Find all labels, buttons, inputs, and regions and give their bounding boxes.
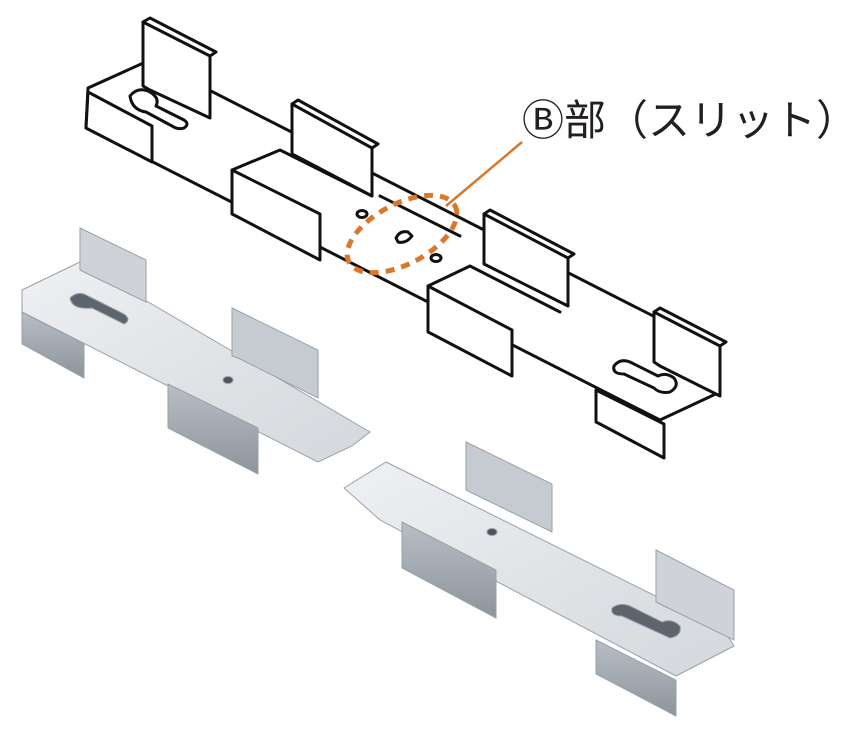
callout-leader-line bbox=[445, 141, 523, 207]
right-piece-upper-tab bbox=[465, 441, 553, 533]
right-piece-keyhole bbox=[611, 603, 681, 639]
right-end-front-flange bbox=[594, 388, 666, 460]
left-piece-keyhole bbox=[69, 292, 129, 325]
right-piece-front-flange bbox=[595, 639, 677, 717]
right-piece-end-tab bbox=[655, 549, 735, 641]
left-end-front-flange bbox=[84, 90, 154, 164]
right-piece-hole bbox=[486, 528, 498, 536]
upper-right-tab bbox=[482, 212, 570, 308]
joint-hole-right bbox=[429, 253, 443, 263]
joint-slit bbox=[394, 230, 414, 244]
left-end-back-tab bbox=[141, 20, 212, 120]
lower-right-flange bbox=[426, 284, 514, 378]
left-piece-mid-tab bbox=[231, 307, 319, 399]
left-piece-lower-flange bbox=[167, 383, 259, 475]
right-metal-piece bbox=[343, 441, 735, 717]
slit-callout bbox=[344, 141, 523, 276]
left-piece-hole bbox=[222, 376, 234, 384]
right-end-back-tab bbox=[652, 310, 722, 398]
joint-hole-left bbox=[355, 209, 369, 219]
left-metal-piece bbox=[21, 227, 371, 475]
lower-left-flange bbox=[230, 168, 322, 262]
slit-highlight-ellipse bbox=[344, 192, 460, 276]
left-keyhole-slot bbox=[128, 88, 189, 131]
right-piece-lower-flange bbox=[401, 521, 497, 619]
right-keyhole-slot bbox=[612, 359, 678, 394]
assembled-bracket-line-drawing bbox=[84, 16, 728, 460]
slit-callout-label: Ⓑ部（スリット） bbox=[522, 96, 849, 145]
left-piece-end-tab bbox=[79, 227, 147, 303]
left-piece-front-flange bbox=[21, 311, 85, 379]
